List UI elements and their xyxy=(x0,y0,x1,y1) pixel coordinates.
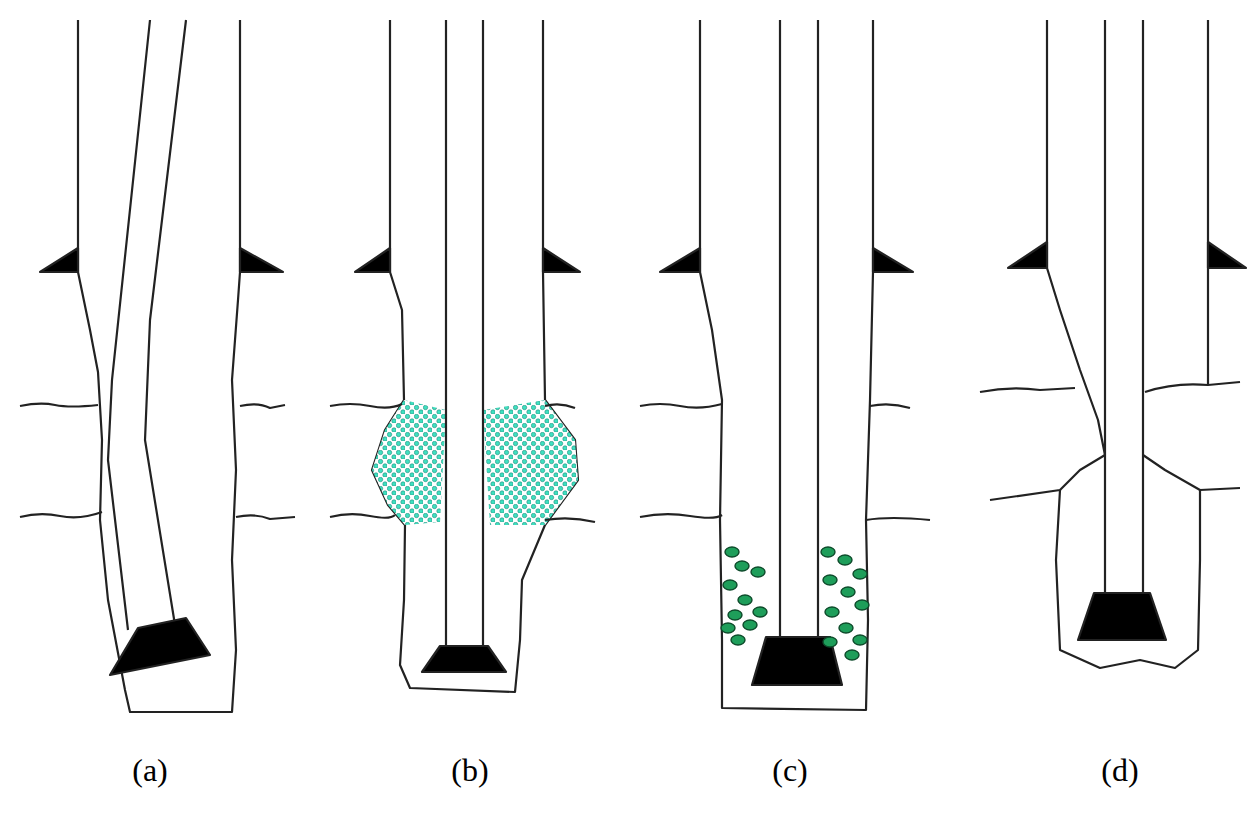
cutting-particle xyxy=(821,547,835,557)
cutting-particle xyxy=(845,650,859,660)
cutting-particle xyxy=(725,547,739,557)
panel-label: (b) xyxy=(449,752,490,789)
cutting-particle xyxy=(838,555,852,565)
cutting-particle xyxy=(753,607,767,617)
crooked-hole-panel xyxy=(20,20,295,712)
cutting-particle xyxy=(731,635,745,645)
panel-label: (d) xyxy=(1099,752,1140,789)
cutting-particle xyxy=(855,600,869,610)
cutting-particle xyxy=(723,580,737,590)
cutting-particle xyxy=(823,637,837,647)
cutting-particle xyxy=(823,575,837,585)
cutting-particle xyxy=(841,587,855,597)
cutting-particle xyxy=(721,623,735,633)
cutting-particle xyxy=(839,623,853,633)
fractured-enlarged-hole-panel xyxy=(980,20,1246,668)
washout-cuttings-panel xyxy=(330,20,595,692)
cutting-particle xyxy=(853,635,867,645)
cutting-particle xyxy=(853,569,867,579)
bit-balling-panel xyxy=(640,20,930,710)
cutting-particle xyxy=(751,567,765,577)
panel-label: (c) xyxy=(770,752,810,789)
cutting-particle xyxy=(738,595,752,605)
panel-label: (a) xyxy=(130,752,170,789)
cutting-particle xyxy=(735,561,749,571)
cutting-particle xyxy=(743,620,757,630)
cutting-particle xyxy=(825,607,839,617)
cutting-particle xyxy=(728,610,742,620)
